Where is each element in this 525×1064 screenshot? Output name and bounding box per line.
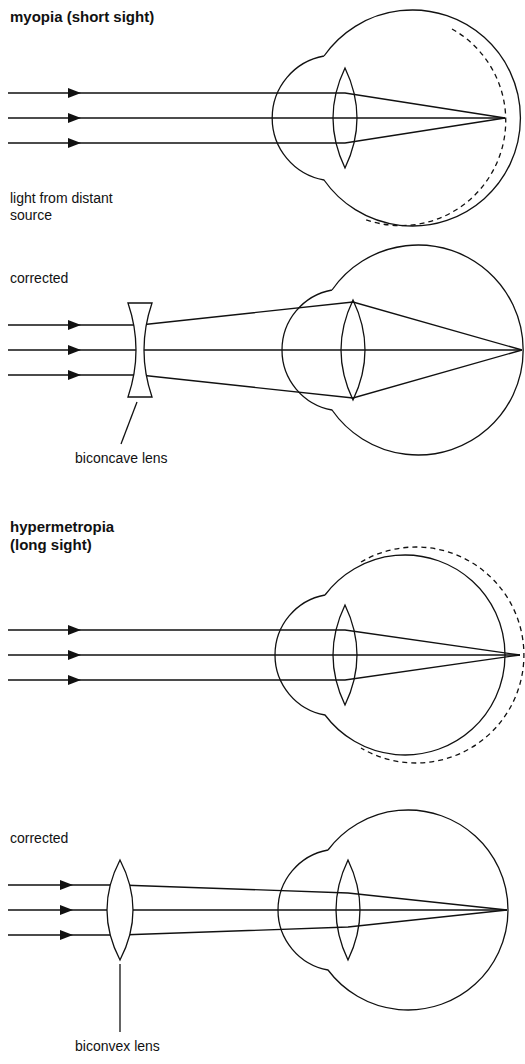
normal-eye-outline: [364, 29, 506, 226]
biconcave-lens: [128, 303, 152, 397]
leader-line: [119, 964, 120, 1032]
part-label: biconvex lens: [75, 1038, 160, 1055]
ray-arrowhead: [68, 138, 81, 148]
ray-arrowhead: [68, 625, 81, 635]
light-ray: [8, 349, 522, 350]
light-ray: [8, 910, 507, 935]
light-ray: [8, 654, 520, 655]
panel-heading: hypermetropia (long sight): [10, 518, 150, 554]
ray-arrowhead: [60, 930, 73, 940]
light-ray: [8, 630, 520, 655]
part-label: biconcave lens: [75, 450, 168, 467]
light-ray: [8, 909, 507, 910]
ray-arrowhead: [68, 675, 81, 685]
ray-arrowhead: [68, 88, 81, 98]
light-ray: [8, 350, 522, 398]
light-ray: [8, 93, 505, 118]
ray-arrowhead: [68, 320, 81, 330]
ray-arrowhead: [60, 905, 73, 915]
panel-heading: corrected: [10, 270, 68, 287]
source-label: light from distant source: [10, 190, 130, 224]
panel-heading: corrected: [10, 830, 68, 847]
biconvex-lens: [107, 860, 133, 960]
ray-arrowhead: [68, 113, 81, 123]
light-ray: [8, 885, 507, 910]
light-ray: [8, 302, 522, 350]
light-ray: [8, 118, 505, 143]
ray-arrowhead: [60, 880, 73, 890]
light-ray: [8, 117, 505, 118]
ray-arrowhead: [68, 370, 81, 380]
ray-arrowhead: [68, 650, 81, 660]
panel-heading: myopia (short sight): [10, 8, 154, 26]
ray-arrowhead: [68, 345, 81, 355]
light-ray: [8, 655, 520, 680]
leader-line: [121, 402, 137, 444]
